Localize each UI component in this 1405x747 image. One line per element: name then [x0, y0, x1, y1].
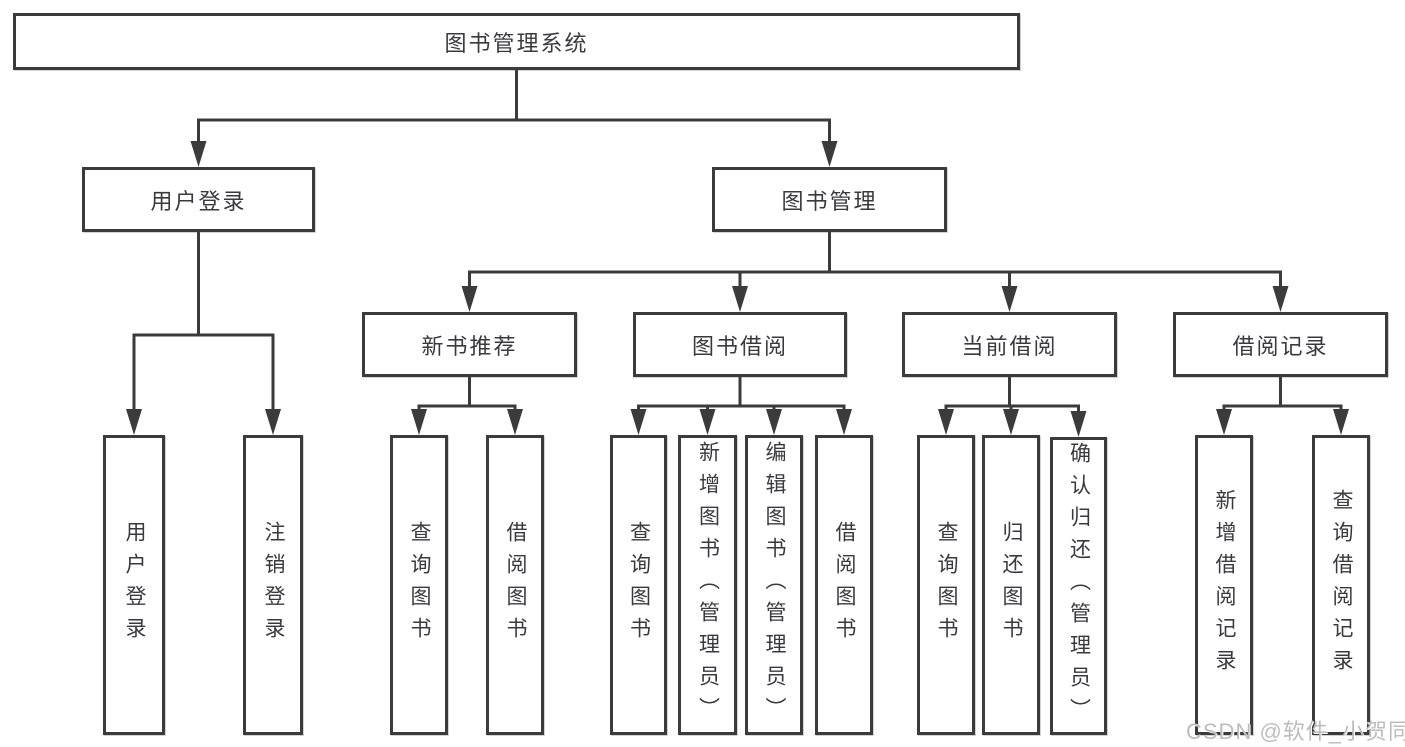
arrowhead-query-books-1: [411, 409, 427, 435]
node-user-login: 用户登录: [82, 167, 315, 232]
watermark: CSDN @软件_小贺同学: [1186, 719, 1405, 744]
branch-root: [197, 68, 831, 147]
arrowhead-add-books-admin: [699, 409, 716, 435]
arrowhead-borrow-books-1: [507, 409, 523, 435]
node-query-books-1: 查询图书: [390, 435, 448, 735]
node-return-books: 归还图书: [982, 435, 1040, 735]
node-root: 图书管理系统: [13, 13, 1020, 70]
node-logout-action: 注销登录: [243, 435, 303, 735]
node-add-books-admin: 新增图书（管理员）: [678, 435, 737, 735]
node-query-borrow-record: 查询借阅记录: [1312, 435, 1370, 735]
arrowhead-book-borrow: [732, 286, 748, 312]
node-confirm-return-admin: 确认归还（管理员）: [1050, 437, 1107, 735]
node-borrow-books-1: 借阅图书: [486, 435, 544, 735]
arrowhead-return-books: [1003, 409, 1019, 435]
arrowhead-book-management: [821, 141, 838, 167]
branch-book-management: [468, 230, 1282, 292]
branch-user-login: [132, 230, 275, 415]
arrowhead-add-borrow-record: [1216, 409, 1232, 435]
node-current-borrow: 当前借阅: [902, 312, 1117, 377]
arrowhead-borrow-books-2: [836, 409, 852, 435]
arrowhead-edit-books-admin: [766, 409, 782, 435]
arrowhead-query-books-3: [938, 409, 954, 435]
node-query-books-2: 查询图书: [610, 435, 667, 735]
branch-book-borrow: [637, 375, 846, 415]
node-borrow-records: 借阅记录: [1173, 312, 1388, 377]
arrowhead-current-borrow: [1001, 286, 1018, 312]
node-user-login-action: 用户登录: [103, 435, 165, 735]
node-add-borrow-record: 新增借阅记录: [1195, 435, 1253, 735]
arrowhead-user-login-action: [126, 409, 142, 435]
arrowhead-query-borrow-record: [1333, 409, 1349, 435]
arrowhead-new-book-recommend: [461, 286, 478, 312]
branch-borrow-records: [1222, 375, 1343, 415]
node-book-borrow: 图书借阅: [633, 312, 847, 377]
node-new-book-recommend: 新书推荐: [362, 312, 577, 377]
arrowhead-logout-action: [265, 409, 281, 435]
arrowhead-user-login: [190, 141, 207, 167]
arrowhead-borrow-records: [1272, 286, 1289, 312]
branch-new-book-recommend: [417, 375, 517, 415]
node-book-management: 图书管理: [712, 167, 947, 232]
node-borrow-books-2: 借阅图书: [815, 435, 873, 735]
node-edit-books-admin: 编辑图书（管理员）: [745, 435, 803, 735]
node-query-books-3: 查询图书: [917, 435, 975, 735]
arrowhead-confirm-return-admin: [1070, 411, 1087, 437]
arrowhead-query-books-2: [630, 409, 647, 435]
